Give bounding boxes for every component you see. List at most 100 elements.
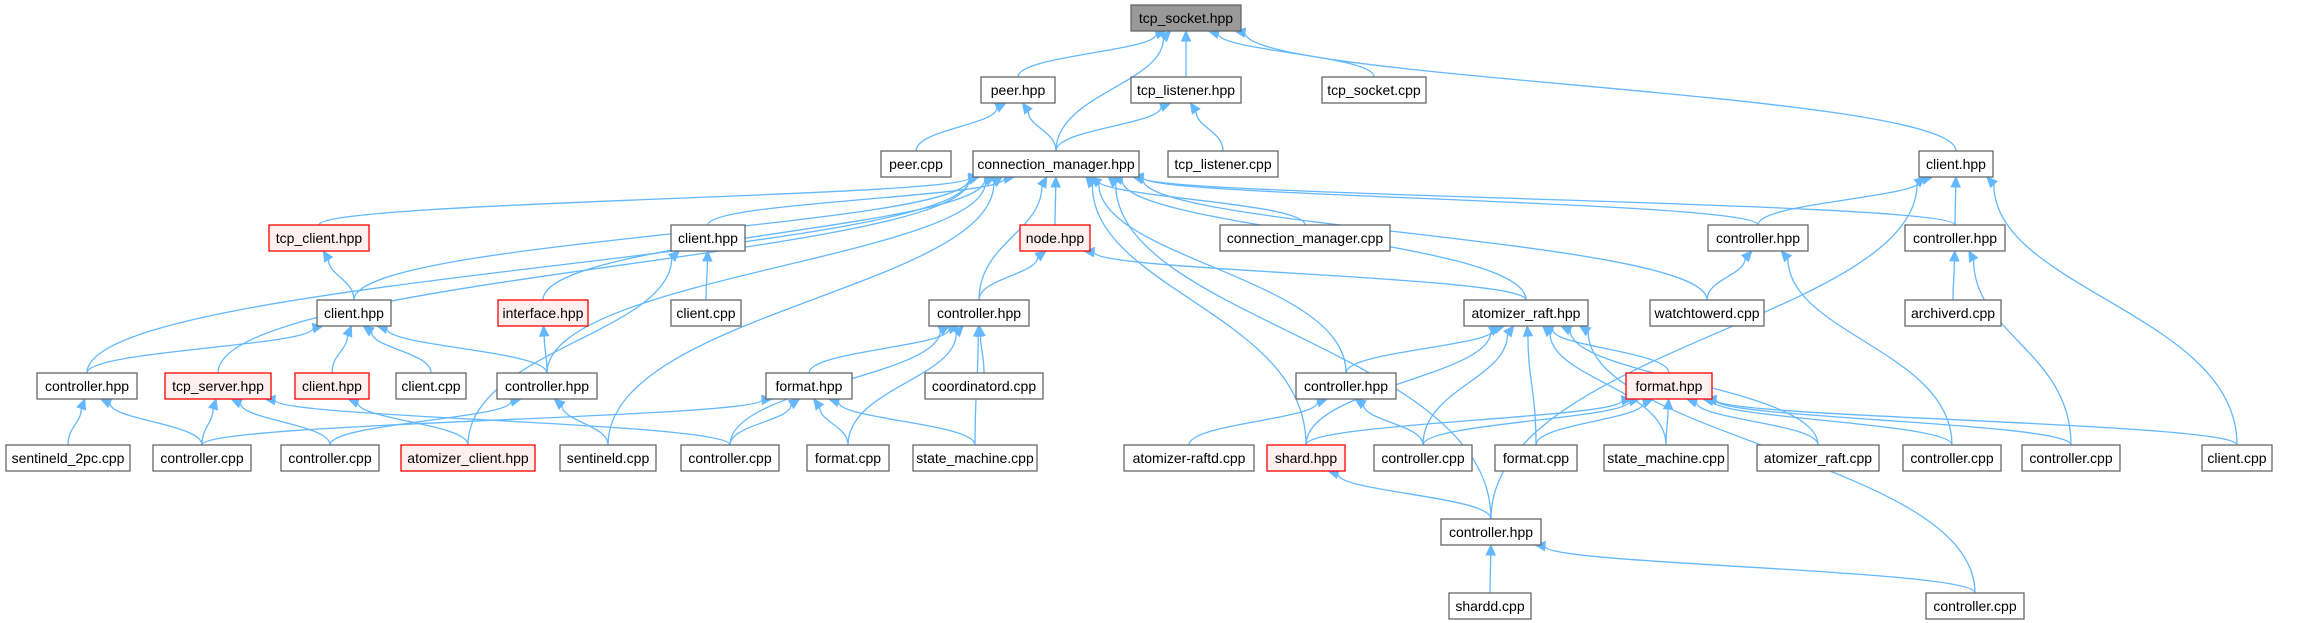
node-format-hpp-red[interactable]: format.hpp [1625,372,1713,400]
arrowhead-icon [553,398,566,410]
dependency-edge [847,333,957,446]
node-atomizer-raft-hpp[interactable]: atomizer_raft.hpp [1463,299,1589,327]
dependency-edge [1054,186,1057,226]
node-peer-cpp[interactable]: peer.cpp [880,150,952,178]
node-format-hpp-mid[interactable]: format.hpp [765,372,853,400]
node-client-hpp-right[interactable]: client.hpp [1918,150,1994,178]
dependency-edge [1972,259,2072,446]
node-peer-hpp[interactable]: peer.hpp [980,76,1056,104]
node-label: controller.hpp [1304,378,1388,394]
arrowhead-icon [1021,102,1033,115]
node-label: coordinatord.cpp [932,378,1037,394]
node-label: tcp_socket.hpp [1139,10,1233,26]
node-label: interface.hpp [503,305,584,321]
node-watchtowerd-cpp[interactable]: watchtowerd.cpp [1649,299,1765,327]
node-interface-hpp[interactable]: interface.hpp [497,299,589,327]
dependency-edge [1305,331,1492,446]
node-shardd-cpp[interactable]: shardd.cpp [1448,592,1532,620]
node-tcp-socket-cpp[interactable]: tcp_socket.cpp [1321,76,1427,104]
dependency-edge [329,401,512,446]
dependency-edge [978,256,1039,301]
node-sentineld-cpp[interactable]: sentineld.cpp [559,444,657,472]
node-sentineld-2pc-cpp[interactable]: sentineld_2pc.cpp [5,444,131,472]
node-atomizer-client-hpp[interactable]: atomizer_client.hpp [400,444,536,472]
node-coordinatord-cpp[interactable]: coordinatord.cpp [924,372,1044,400]
dependency-edge [327,259,355,301]
node-controller-hpp-bottom[interactable]: controller.hpp [1440,518,1542,546]
arrowhead-icon [1578,325,1592,337]
node-tcp-socket-hpp[interactable]: tcp_socket.hpp [1130,4,1242,32]
arrowhead-icon [207,397,219,411]
node-label: client.hpp [324,305,384,321]
dependency-edge [1305,399,1623,446]
dependency-edge [978,185,1043,301]
node-controller-cpp-5[interactable]: controller.cpp [1902,444,2002,472]
node-client-cpp-mid[interactable]: client.cpp [670,299,742,327]
dependency-edge [705,260,709,301]
dependency-edge [1712,400,1953,446]
arrowhead-icon [342,324,353,338]
node-tcp-listener-hpp[interactable]: tcp_listener.hpp [1130,76,1242,104]
node-state-machine-cpp-mid[interactable]: state_machine.cpp [912,444,1038,472]
node-label: state_machine.cpp [916,450,1034,466]
node-client-cpp-left[interactable]: client.cpp [395,372,467,400]
dependency-edge [542,179,986,301]
node-label: client.cpp [676,305,735,321]
node-client-cpp-right[interactable]: client.cpp [2201,444,2273,472]
dependency-edge [318,177,970,226]
node-client-hpp-mid[interactable]: client.hpp [670,224,746,252]
node-controller-cpp-bottom[interactable]: controller.cpp [1925,592,2025,620]
node-box [1649,299,1765,327]
node-connection-manager-hpp[interactable]: connection_manager.hpp [972,150,1140,178]
node-label: atomizer-raftd.cpp [1133,450,1246,466]
node-controller-hpp-raft[interactable]: controller.hpp [1295,372,1397,400]
dependency-edge [1715,399,2238,446]
arrowhead-icon [1968,249,1979,263]
node-controller-hpp-l1[interactable]: controller.hpp [36,372,138,400]
dependency-edge [201,408,214,446]
node-atomizer-raftd-cpp[interactable]: atomizer-raftd.cpp [1123,444,1255,472]
arrowhead-icon [1662,397,1674,410]
node-label: controller.cpp [1910,450,1993,466]
dependency-edge [1055,38,1165,152]
node-node-hpp[interactable]: node.hpp [1019,224,1091,252]
node-controller-cpp-1[interactable]: controller.cpp [152,444,252,472]
node-client-hpp-red[interactable]: client.hpp [294,372,370,400]
dependency-edge [1706,258,1746,301]
node-shard-hpp[interactable]: shard.hpp [1266,444,1346,472]
node-controller-cpp-2[interactable]: controller.cpp [280,444,380,472]
node-box [670,224,746,252]
node-archiverd-cpp[interactable]: archiverd.cpp [1904,299,2002,327]
dependency-edge [1549,332,1667,446]
node-controller-cpp-6[interactable]: controller.cpp [2021,444,2121,472]
dependency-edge [1188,401,1319,446]
dependency-edge [1535,402,1645,446]
dependency-edge [239,403,331,446]
dependency-edge [386,328,548,374]
node-tcp-client-hpp[interactable]: tcp_client.hpp [268,224,370,252]
dependency-edge [1715,399,2072,446]
node-state-machine-cpp-right[interactable]: state_machine.cpp [1603,444,1729,472]
node-controller-cpp-3[interactable]: controller.cpp [680,444,780,472]
node-client-hpp-left[interactable]: client.hpp [316,299,392,327]
node-atomizer-raft-cpp[interactable]: atomizer_raft.cpp [1756,444,1880,472]
node-box [2021,444,2121,472]
node-tcp-listener-cpp[interactable]: tcp_listener.cpp [1167,150,1279,178]
arrowhead-icon [812,398,825,411]
node-connection-manager-cpp[interactable]: connection_manager.cpp [1219,224,1391,252]
node-box [1373,444,1473,472]
node-format-cpp-mid[interactable]: format.cpp [806,444,890,472]
node-tcp-server-hpp[interactable]: tcp_server.hpp [164,372,272,400]
node-box [400,444,536,472]
node-controller-hpp-mid[interactable]: controller.hpp [928,299,1030,327]
node-format-cpp-right[interactable]: format.cpp [1494,444,1578,472]
dependency-edge [1787,258,1953,446]
node-controller-cpp-4[interactable]: controller.cpp [1373,444,1473,472]
node-controller-hpp-r2[interactable]: controller.hpp [1904,224,2006,252]
node-controller-hpp-r1[interactable]: controller.hpp [1707,224,1809,252]
node-box [1494,444,1578,472]
node-box [1266,444,1346,472]
arrowhead-icon [1740,250,1753,263]
node-controller-hpp-l2[interactable]: controller.hpp [496,372,598,400]
